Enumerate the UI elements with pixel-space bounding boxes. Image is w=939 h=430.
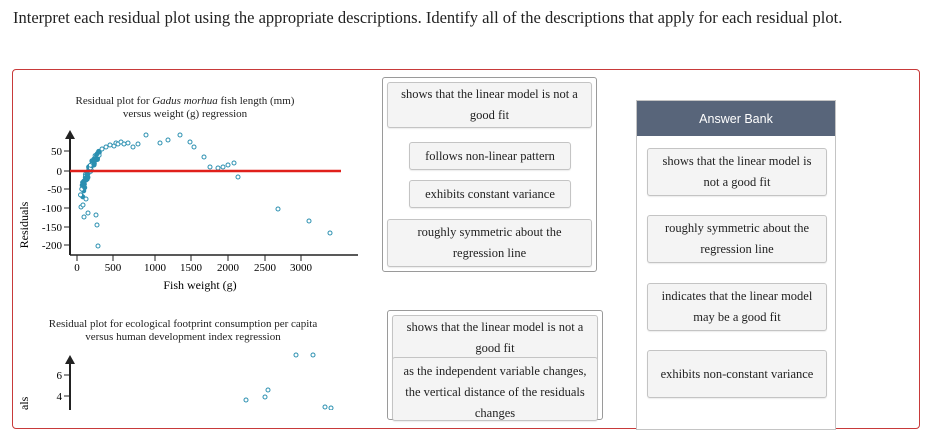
dropzone1-card[interactable]: follows non-linear pattern [409,142,571,170]
residual-point [94,222,100,228]
plot2-ytick-label: 4 [57,391,63,403]
plot1-y-arrow [65,130,75,139]
answer-bank-card[interactable]: roughly symmetric about the regression l… [647,215,827,263]
plot1-ytick-label: -150 [42,222,63,234]
residual-point [93,212,99,218]
residual-point [215,165,221,171]
residual-point [143,132,149,138]
residual-point [81,214,87,220]
residual-point [201,154,207,160]
plot1-ytick-label: -200 [42,240,63,252]
plot1-xtick-label: 0 [74,262,80,274]
residual-point [157,140,163,146]
card-label: roughly symmetric about the regression l… [417,225,562,260]
residual-point [165,137,171,143]
dropzone2-card[interactable]: as the independent variable changes, the… [392,357,598,421]
residual-point [262,394,268,400]
residual-point [191,144,197,150]
plot1-ylabel: Residuals [18,201,31,248]
dropzone1-card[interactable]: exhibits constant variance [409,180,571,208]
instruction-text: Interpret each residual plot using the a… [13,8,843,27]
plot2-ytick-label: 6 [57,370,63,382]
plot1-xtick-label: 2500 [254,262,277,274]
plot1-xtick-label: 500 [105,262,122,274]
residual-point [99,146,105,152]
plot1-xlabel: Fish weight (g) [163,278,236,292]
plot2-ylabel: Residuals [18,396,31,410]
plot1-xticks: 0 500 1000 1500 2000 2500 3000 [74,255,313,274]
answer-bank-card[interactable]: indicates that the linear model may be a… [647,283,827,331]
card-label: as the independent variable changes, the… [403,364,587,420]
residual-point [96,148,102,154]
residual-point [135,141,141,147]
plot1-chart: Residuals 50 0 -50 -100 -150 -200 0 500 … [18,130,358,292]
dropzone1-card[interactable]: shows that the linear model is not a goo… [387,82,592,128]
residual-point [328,405,334,410]
card-label: shows that the linear model is not a goo… [401,87,578,122]
plot1-ytick-label: -100 [42,203,63,215]
residual-point [306,218,312,224]
dropzone1-card[interactable]: roughly symmetric about the regression l… [387,219,592,267]
plot1-xtick-label: 2000 [217,262,240,274]
plot1-yticks: 50 0 -50 -100 -150 -200 [42,146,70,252]
residual-point [121,141,127,147]
residual-point [85,210,91,216]
answer-bank-card[interactable]: shows that the linear model is not a goo… [647,148,827,196]
answer-bank-card[interactable]: exhibits non-constant variance [647,350,827,398]
plot1-ytick-label: 50 [51,146,63,158]
residual-point [275,206,281,212]
dropzone-plot2[interactable]: shows that the linear model is not a goo… [387,310,603,421]
plot1-title: Residual plot for Gadus morhua fish leng… [40,95,330,121]
dropzone2-card[interactable]: shows that the linear model is not a goo… [392,315,598,361]
plot1-ytick-label: 0 [57,166,63,178]
card-label: exhibits constant variance [425,186,555,201]
residual-point [103,144,109,150]
plot2-y-arrow [65,355,75,364]
card-label: shows that the linear model is not a goo… [406,320,584,355]
plot2-points [243,352,334,410]
residual-point [187,139,193,145]
card-label: indicates that the linear model may be a… [661,289,813,324]
residual-point [78,192,84,198]
residual-point [310,352,316,358]
plot1-ytick-label: -50 [47,184,62,196]
residual-point [177,132,183,138]
card-label: roughly symmetric about the regression l… [664,221,810,256]
plot1-xtick-label: 1500 [180,262,203,274]
residual-point [327,230,333,236]
plot1-xtick-label: 1000 [144,262,167,274]
residual-point [225,162,231,168]
plot2-chart: Residuals 6 4 [18,352,334,410]
residual-point [83,196,89,202]
residual-point [130,144,136,150]
residual-point [125,140,131,146]
plot2-title-line2: versus human development index regressio… [85,331,281,343]
residual-point [322,404,328,410]
residual-point [107,142,113,148]
residual-point [231,160,237,166]
plot1-xtick-label: 3000 [290,262,313,274]
plot1-points [78,132,333,249]
card-label: exhibits non-constant variance [660,366,814,381]
residual-point [293,352,299,358]
card-label: follows non-linear pattern [425,148,555,163]
plot2-title-line1: Residual plot for ecological footprint c… [48,318,318,330]
plot1-title-pre: Residual plot for [75,95,153,107]
residual-point [207,164,213,170]
plot2-title: Residual plot for ecological footprint c… [28,318,338,344]
residual-point [265,387,271,393]
residual-point [220,164,226,170]
plot1-title-species: Gadus morhua [152,95,218,107]
residual-point [235,174,241,180]
answer-bank: Answer Bank shows that the linear model … [636,100,836,430]
residual-point [80,202,86,208]
residual-point [95,243,101,249]
residual-point [243,397,249,403]
card-label: shows that the linear model is not a goo… [662,154,812,189]
answer-bank-header: Answer Bank [637,101,835,136]
dropzone-plot1[interactable]: shows that the linear model is not a goo… [382,77,597,272]
plot1-title-line2: versus weight (g) regression [122,108,248,120]
plot1-title-post: fish length (mm) [217,95,295,107]
